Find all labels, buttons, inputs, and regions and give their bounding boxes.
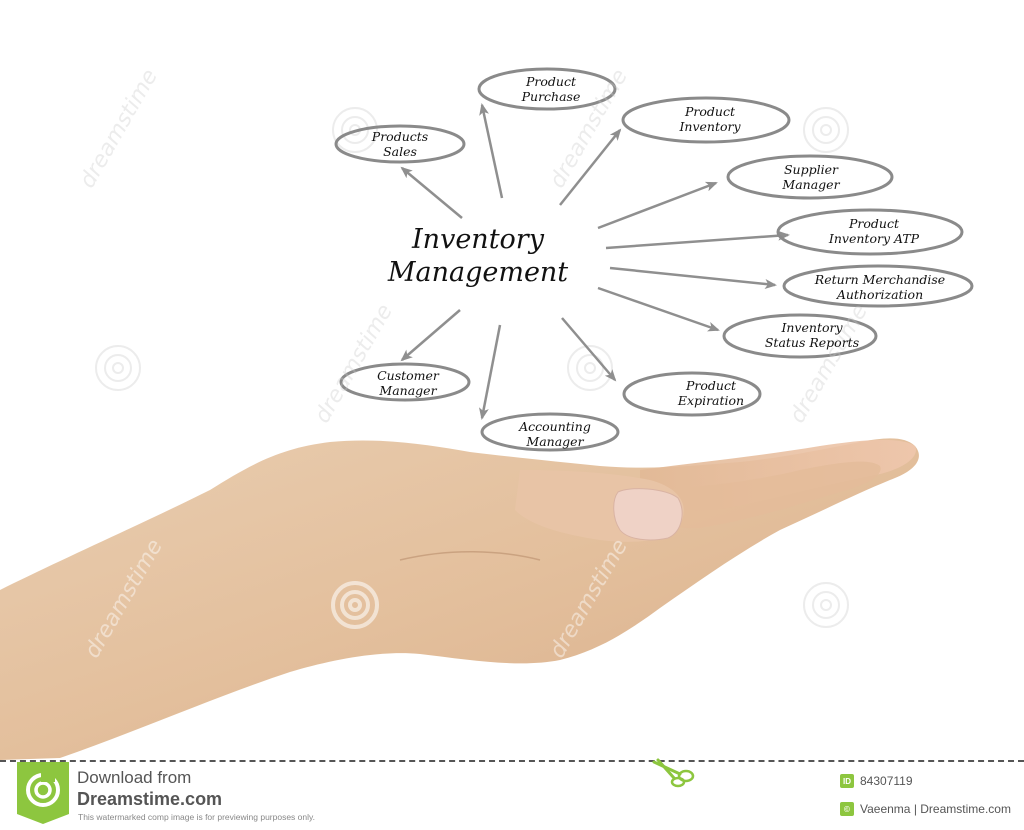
node-line1: Products bbox=[371, 129, 429, 144]
node-line2: Inventory ATP bbox=[828, 231, 920, 246]
node-line2: Expiration bbox=[677, 393, 745, 408]
node-line1: Product bbox=[685, 104, 735, 119]
node-inventory-status-reports: Inventory Status Reports bbox=[765, 320, 859, 350]
diagram-title: Inventory Management bbox=[388, 223, 568, 289]
node-line2: Authorization bbox=[836, 287, 924, 302]
photo-credit: Vaeenma | Dreamstime.com bbox=[860, 802, 1011, 816]
node-return-merchandise-authorization: Return Merchandise Authorization bbox=[815, 272, 945, 302]
node-line1: Return Merchandise bbox=[814, 272, 946, 287]
dreamstime-logo-icon bbox=[17, 762, 69, 824]
node-product-expiration: Product Expiration bbox=[678, 378, 744, 408]
copyright-icon: © bbox=[840, 802, 854, 816]
site-name: Dreamstime.com bbox=[77, 789, 223, 809]
node-product-inventory: Product Inventory bbox=[679, 104, 740, 134]
watermark-spiral-icon bbox=[331, 581, 379, 629]
diagram-title-line2: Management bbox=[387, 257, 569, 288]
download-from-text: Download from bbox=[77, 768, 192, 787]
node-customer-manager: Customer Manager bbox=[377, 368, 439, 398]
node-product-purchase: Product Purchase bbox=[522, 74, 581, 104]
diagram-graphics bbox=[0, 67, 974, 760]
node-supplier-manager: Supplier Manager bbox=[782, 162, 839, 192]
node-products-sales: Products Sales bbox=[372, 129, 428, 159]
image-id-row: ID 84307119 bbox=[840, 774, 913, 788]
node-line1: Customer bbox=[377, 368, 439, 383]
node-line2: Status Reports bbox=[764, 335, 860, 350]
watermark-footer: Download from Dreamstime.com This waterm… bbox=[0, 758, 1024, 830]
node-product-inventory-atp: Product Inventory ATP bbox=[829, 216, 919, 246]
node-line1: Product bbox=[685, 378, 736, 393]
scissors-icon bbox=[652, 758, 695, 788]
node-accounting-manager: Accounting Manager bbox=[519, 419, 591, 449]
diagram-arrows bbox=[400, 103, 790, 420]
watermark-spiral-icon bbox=[95, 107, 849, 628]
node-line1: Product bbox=[849, 216, 899, 231]
node-line2: Sales bbox=[383, 144, 417, 159]
node-line2: Manager bbox=[379, 383, 437, 398]
node-line2: Manager bbox=[526, 434, 584, 449]
node-line2: Inventory bbox=[679, 119, 741, 134]
credit-row: © Vaeenma | Dreamstime.com bbox=[840, 802, 1011, 816]
node-line2: Purchase bbox=[521, 89, 581, 104]
node-line1: Supplier bbox=[783, 162, 838, 177]
node-line1: Inventory bbox=[781, 320, 843, 335]
diagram-ellipses bbox=[334, 67, 974, 452]
id-icon: ID bbox=[840, 774, 854, 788]
hand-image bbox=[0, 438, 919, 760]
preview-note: This watermarked comp image is for previ… bbox=[78, 812, 315, 822]
node-line1: Product bbox=[525, 74, 576, 89]
stock-photo: dreamstime dreamstime dreamstime dreamst… bbox=[0, 65, 974, 760]
node-line1: Accounting bbox=[519, 419, 591, 434]
node-line2: Manager bbox=[782, 177, 840, 192]
diagram-title-line1: Inventory bbox=[412, 224, 544, 255]
image-id: 84307119 bbox=[860, 774, 913, 788]
